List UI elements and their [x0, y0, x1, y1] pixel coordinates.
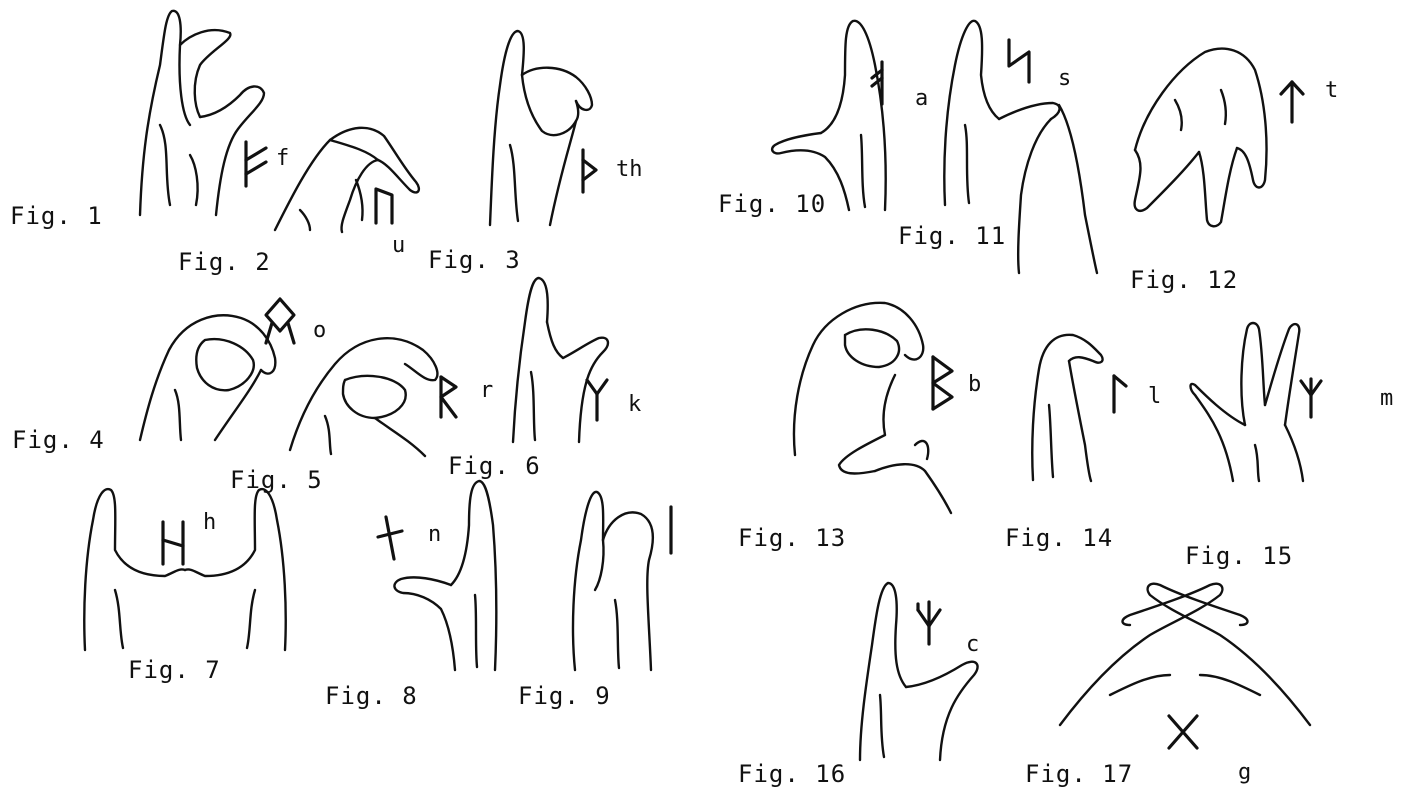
letter-o: o — [313, 318, 326, 343]
tiwaz-rune-icon — [1278, 78, 1306, 124]
letter-h: h — [203, 510, 216, 535]
uruz-rune-icon — [372, 185, 396, 225]
hand-drawing-fig-10 — [765, 15, 905, 215]
letter-m: m — [1380, 386, 1393, 411]
letter-b: b — [968, 372, 981, 397]
fig-7-label: Fig. 7 — [128, 656, 221, 684]
letter-a: a — [915, 86, 928, 111]
gebo-rune-icon — [1165, 712, 1201, 752]
madr-rune-icon — [1298, 375, 1324, 419]
hand-drawing-fig-3 — [480, 25, 610, 235]
fig-6-label: Fig. 6 — [448, 452, 541, 480]
letter-g: g — [1238, 760, 1251, 785]
thurisaz-rune-icon — [578, 148, 600, 194]
fig-3-label: Fig. 3 — [428, 246, 521, 274]
fig-13-label: Fig. 13 — [738, 524, 846, 552]
othala-rune-icon — [262, 295, 298, 347]
fig-2-label: Fig. 2 — [178, 248, 271, 276]
fig-9-label: Fig. 9 — [518, 682, 611, 710]
berkano-rune-icon — [928, 355, 958, 411]
laguz-rune-icon — [1108, 372, 1130, 414]
letter-th: th — [616, 157, 643, 182]
hand-drawing-fig-16 — [830, 575, 990, 765]
letter-k: k — [628, 392, 641, 417]
hand-drawing-fig-9 — [565, 480, 665, 680]
hand-drawing-fig-12 — [1125, 40, 1285, 230]
hagalaz-rune-icon — [158, 520, 188, 566]
hand-drawing-fig-5 — [285, 320, 445, 460]
fig-12-label: Fig. 12 — [1130, 266, 1238, 294]
isa-rune-icon — [664, 505, 678, 555]
letter-u: u — [392, 233, 405, 258]
ansuz-rune-icon — [870, 60, 894, 106]
letter-l: l — [1148, 384, 1161, 409]
letter-s: s — [1058, 66, 1071, 91]
fehu-rune-icon — [240, 140, 270, 188]
fig-1-label: Fig. 1 — [10, 202, 103, 230]
fig-8-label: Fig. 8 — [325, 682, 418, 710]
hand-drawing-fig-6 — [505, 272, 625, 452]
hand-drawing-fig-7 — [75, 480, 295, 660]
letter-c: c — [966, 632, 979, 657]
sowilo-rune-icon — [1005, 38, 1033, 84]
letter-f: f — [276, 146, 289, 171]
calc-rune-icon — [915, 600, 943, 646]
fig-15-label: Fig. 15 — [1185, 542, 1293, 570]
letter-r: r — [480, 378, 493, 403]
letter-t: t — [1325, 78, 1338, 103]
fig-14-label: Fig. 14 — [1005, 524, 1113, 552]
kaun-rune-icon — [584, 378, 610, 422]
hand-drawing-fig-1 — [130, 5, 280, 225]
fig-17-label: Fig. 17 — [1025, 760, 1133, 788]
fig-5-label: Fig. 5 — [230, 466, 323, 494]
fig-11-label: Fig. 11 — [898, 222, 1006, 250]
letter-n: n — [428, 522, 441, 547]
fig-10-label: Fig. 10 — [718, 190, 826, 218]
fig-16-label: Fig. 16 — [738, 760, 846, 788]
fig-4-label: Fig. 4 — [12, 426, 105, 454]
hand-drawing-fig-2 — [270, 120, 430, 235]
hand-drawing-fig-8 — [385, 475, 515, 675]
hand-drawing-fig-14 — [1025, 325, 1115, 485]
raido-rune-icon — [436, 375, 462, 419]
naudiz-rune-icon — [376, 515, 404, 561]
